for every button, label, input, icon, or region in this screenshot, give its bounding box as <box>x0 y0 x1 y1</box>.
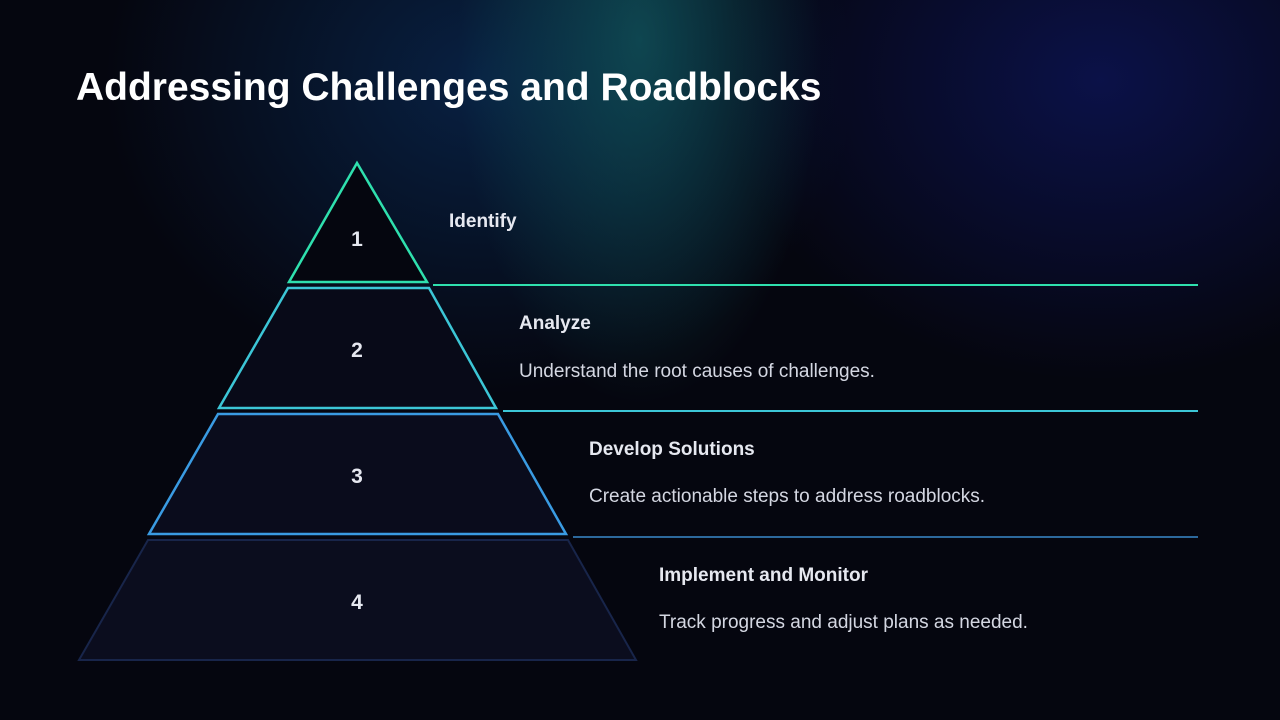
level-3-description: Create actionable steps to address roadb… <box>589 486 986 507</box>
page-title: Addressing Challenges and Roadblocks <box>76 66 822 109</box>
level-2-number: 2 <box>351 339 363 362</box>
pyramid-level-1 <box>286 160 430 284</box>
level-1-number: 1 <box>351 228 363 251</box>
pyramid-level-4 <box>77 539 638 661</box>
pyramid-level-3 <box>146 412 569 536</box>
level-2-description: Understand the root causes of challenges… <box>519 361 875 382</box>
pyramid-level-2 <box>216 286 499 410</box>
level-4-description: Track progress and adjust plans as neede… <box>659 612 1028 633</box>
level-1-heading: Identify <box>449 211 517 232</box>
level-4-number: 4 <box>351 591 363 614</box>
level-2-heading: Analyze <box>519 313 591 334</box>
level-3-heading: Develop Solutions <box>589 439 755 460</box>
level-3-number: 3 <box>351 465 363 488</box>
level-4-heading: Implement and Monitor <box>659 565 868 586</box>
